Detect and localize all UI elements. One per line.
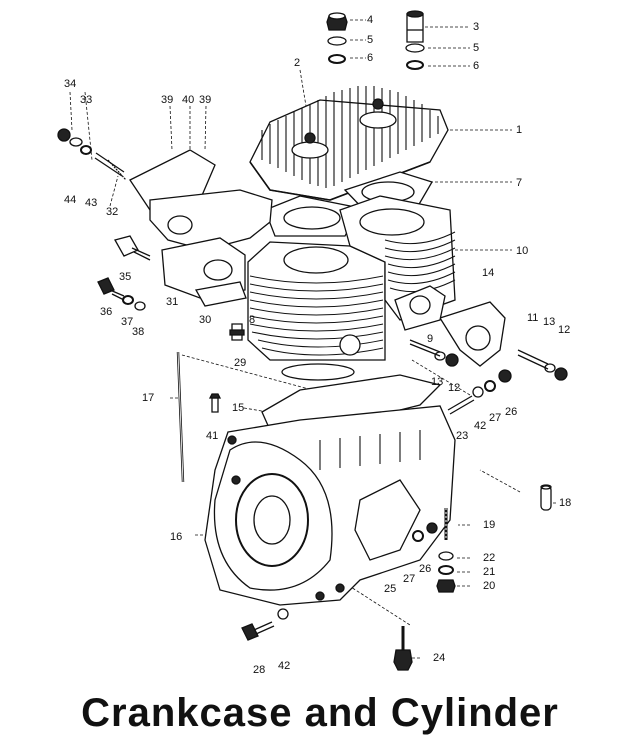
callout-25: 25 (384, 583, 397, 595)
stud-32 (95, 153, 126, 180)
bolt-28 (242, 622, 274, 640)
washer-13b (545, 364, 555, 372)
callout-28: 28 (253, 664, 266, 676)
callout-8: 8 (249, 314, 256, 326)
nut-34 (58, 129, 70, 141)
callout-4: 4 (367, 14, 374, 26)
callout-12: 12 (558, 324, 571, 336)
stud-23 (448, 396, 474, 414)
stud-11 (518, 350, 548, 369)
bolt-24 (394, 626, 412, 670)
callout-24: 24 (433, 652, 446, 664)
callout-13: 13 (543, 316, 556, 328)
callout-27: 27 (403, 573, 416, 585)
cap-nut-3 (407, 11, 423, 42)
callout-39: 39 (199, 94, 212, 106)
callout-11: 11 (527, 312, 539, 324)
callout-26: 26 (419, 563, 432, 575)
callout-16: 16 (170, 531, 183, 543)
washer-27b (413, 531, 423, 541)
callout-27: 27 (489, 412, 502, 424)
bolt-36 (98, 278, 124, 300)
washer-42a (473, 387, 483, 397)
callout-38: 38 (132, 326, 145, 338)
washer-5-left (328, 37, 346, 45)
callout-10: 10 (516, 245, 529, 257)
washer-37 (123, 296, 133, 304)
leader-lines (70, 20, 556, 658)
callout-30: 30 (199, 314, 212, 326)
callout-3: 3 (473, 21, 480, 33)
callout-9: 9 (427, 333, 434, 345)
washer-42b (278, 609, 288, 619)
callout-2: 2 (294, 57, 301, 69)
washer-6-left (329, 55, 345, 63)
callout-32: 32 (106, 206, 119, 218)
callout-22: 22 (483, 552, 496, 564)
nut-20 (437, 580, 455, 592)
nut-26a (499, 370, 511, 382)
callout-6: 6 (367, 52, 374, 64)
callout-39: 39 (161, 94, 174, 106)
nut-12b (555, 368, 567, 380)
exhaust-manifold (130, 150, 272, 306)
callout-43: 43 (85, 197, 98, 209)
callout-35: 35 (119, 271, 132, 283)
callout-44: 44 (64, 194, 77, 206)
dowel-pin-18 (541, 485, 551, 510)
callout-41: 41 (206, 430, 219, 442)
page-title: Crankcase and Cylinder (81, 691, 559, 735)
callout-7: 7 (516, 177, 523, 189)
spark-plug-29 (230, 324, 244, 340)
washer-13a (435, 352, 445, 360)
top-nut-4 (327, 13, 347, 30)
callout-20: 20 (483, 580, 496, 592)
intake-flange (395, 286, 505, 366)
callout-29: 29 (234, 357, 247, 369)
callout-36: 36 (100, 306, 113, 318)
washer-27a (485, 381, 495, 391)
callout-12: 12 (448, 382, 461, 394)
callout-42: 42 (474, 420, 487, 432)
callout-26: 26 (505, 406, 518, 418)
callout-13: 13 (431, 376, 444, 388)
callout-17: 17 (142, 392, 155, 404)
callout-31: 31 (166, 296, 179, 308)
callout-42: 42 (278, 660, 291, 672)
callout-19: 19 (483, 519, 496, 531)
callout-6: 6 (473, 60, 480, 72)
washer-5-right (406, 44, 424, 52)
washer-38 (135, 302, 145, 310)
stud-41 (210, 394, 220, 412)
callout-14: 14 (482, 267, 495, 279)
callout-5: 5 (367, 34, 374, 46)
callout-21: 21 (483, 566, 496, 578)
callout-18: 18 (559, 497, 572, 509)
nut-12a (446, 354, 458, 366)
callout-5: 5 (473, 42, 480, 54)
callout-33: 33 (80, 94, 93, 106)
callout-40: 40 (182, 94, 195, 106)
callout-37: 37 (121, 316, 134, 328)
callout-15: 15 (232, 402, 245, 414)
long-stud-17 (178, 352, 183, 482)
callout-34: 34 (64, 78, 77, 90)
crankcase (205, 406, 455, 605)
washer-43 (81, 146, 91, 154)
nut-26b (427, 523, 437, 533)
washer-6-right (407, 61, 423, 69)
fitting-35 (115, 236, 150, 260)
callout-1: 1 (516, 124, 523, 136)
washer-21 (439, 566, 453, 574)
callout-23: 23 (456, 430, 469, 442)
washer-22 (439, 552, 453, 560)
washer-44 (70, 138, 82, 146)
